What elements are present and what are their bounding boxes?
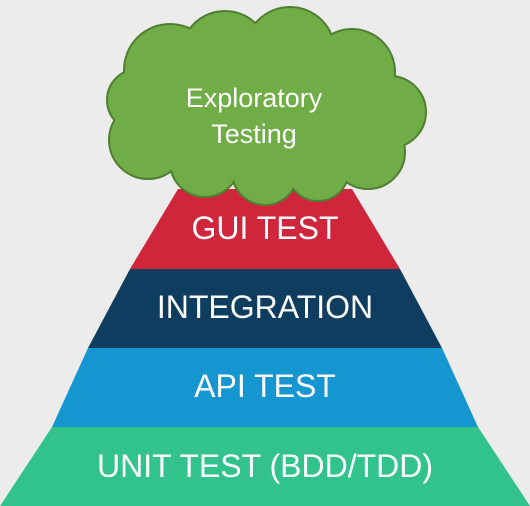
cloud-label-line-1: Exploratory	[186, 83, 323, 113]
tier-api-test: API TEST	[52, 348, 478, 427]
tier-unit-test: UNIT TEST (BDD/TDD)	[0, 427, 530, 506]
tier-api-test-label: API TEST	[194, 368, 336, 404]
tier-api-test-band	[52, 348, 478, 427]
tier-gui-test: GUI TEST	[130, 189, 400, 269]
tier-gui-test-label: GUI TEST	[192, 210, 339, 246]
tier-unit-test-label: UNIT TEST (BDD/TDD)	[97, 448, 433, 484]
tier-integration: INTEGRATION	[88, 269, 442, 348]
tier-gui-test-band	[130, 189, 400, 269]
tier-integration-band	[88, 269, 442, 348]
cloud-shape	[108, 8, 425, 204]
tier-unit-test-band	[0, 427, 530, 506]
exploratory-testing-cloud: Exploratory Testing	[106, 6, 427, 206]
cloud-label-line-2: Testing	[211, 119, 297, 149]
tier-integration-label: INTEGRATION	[157, 289, 373, 325]
